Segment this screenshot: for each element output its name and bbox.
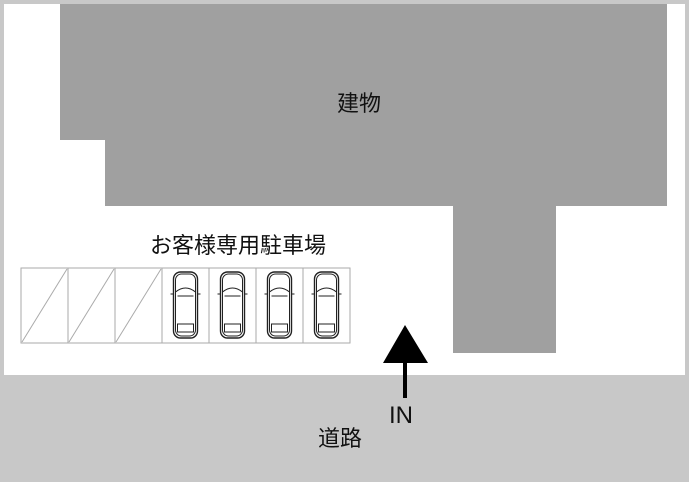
car-icon	[311, 271, 342, 339]
parking-title: お客様専用駐車場	[150, 234, 327, 259]
parking-slot-car	[161, 267, 210, 344]
parking-slots	[20, 267, 351, 344]
parking-slot-car	[255, 267, 304, 344]
parking-slot-empty	[67, 267, 116, 344]
parking-slot-car	[302, 267, 351, 344]
building-label: 建物	[337, 92, 382, 117]
entrance-arrow-icon	[383, 325, 428, 398]
parking-slot-car	[208, 267, 257, 344]
parking-slot-empty	[20, 267, 69, 344]
entrance-label: IN	[389, 402, 413, 429]
car-icon	[170, 271, 201, 339]
road-label: 道路	[318, 427, 363, 452]
car-icon	[264, 271, 295, 339]
building-shape	[60, 4, 667, 353]
parking-slot-empty	[114, 267, 163, 344]
car-icon	[217, 271, 248, 339]
